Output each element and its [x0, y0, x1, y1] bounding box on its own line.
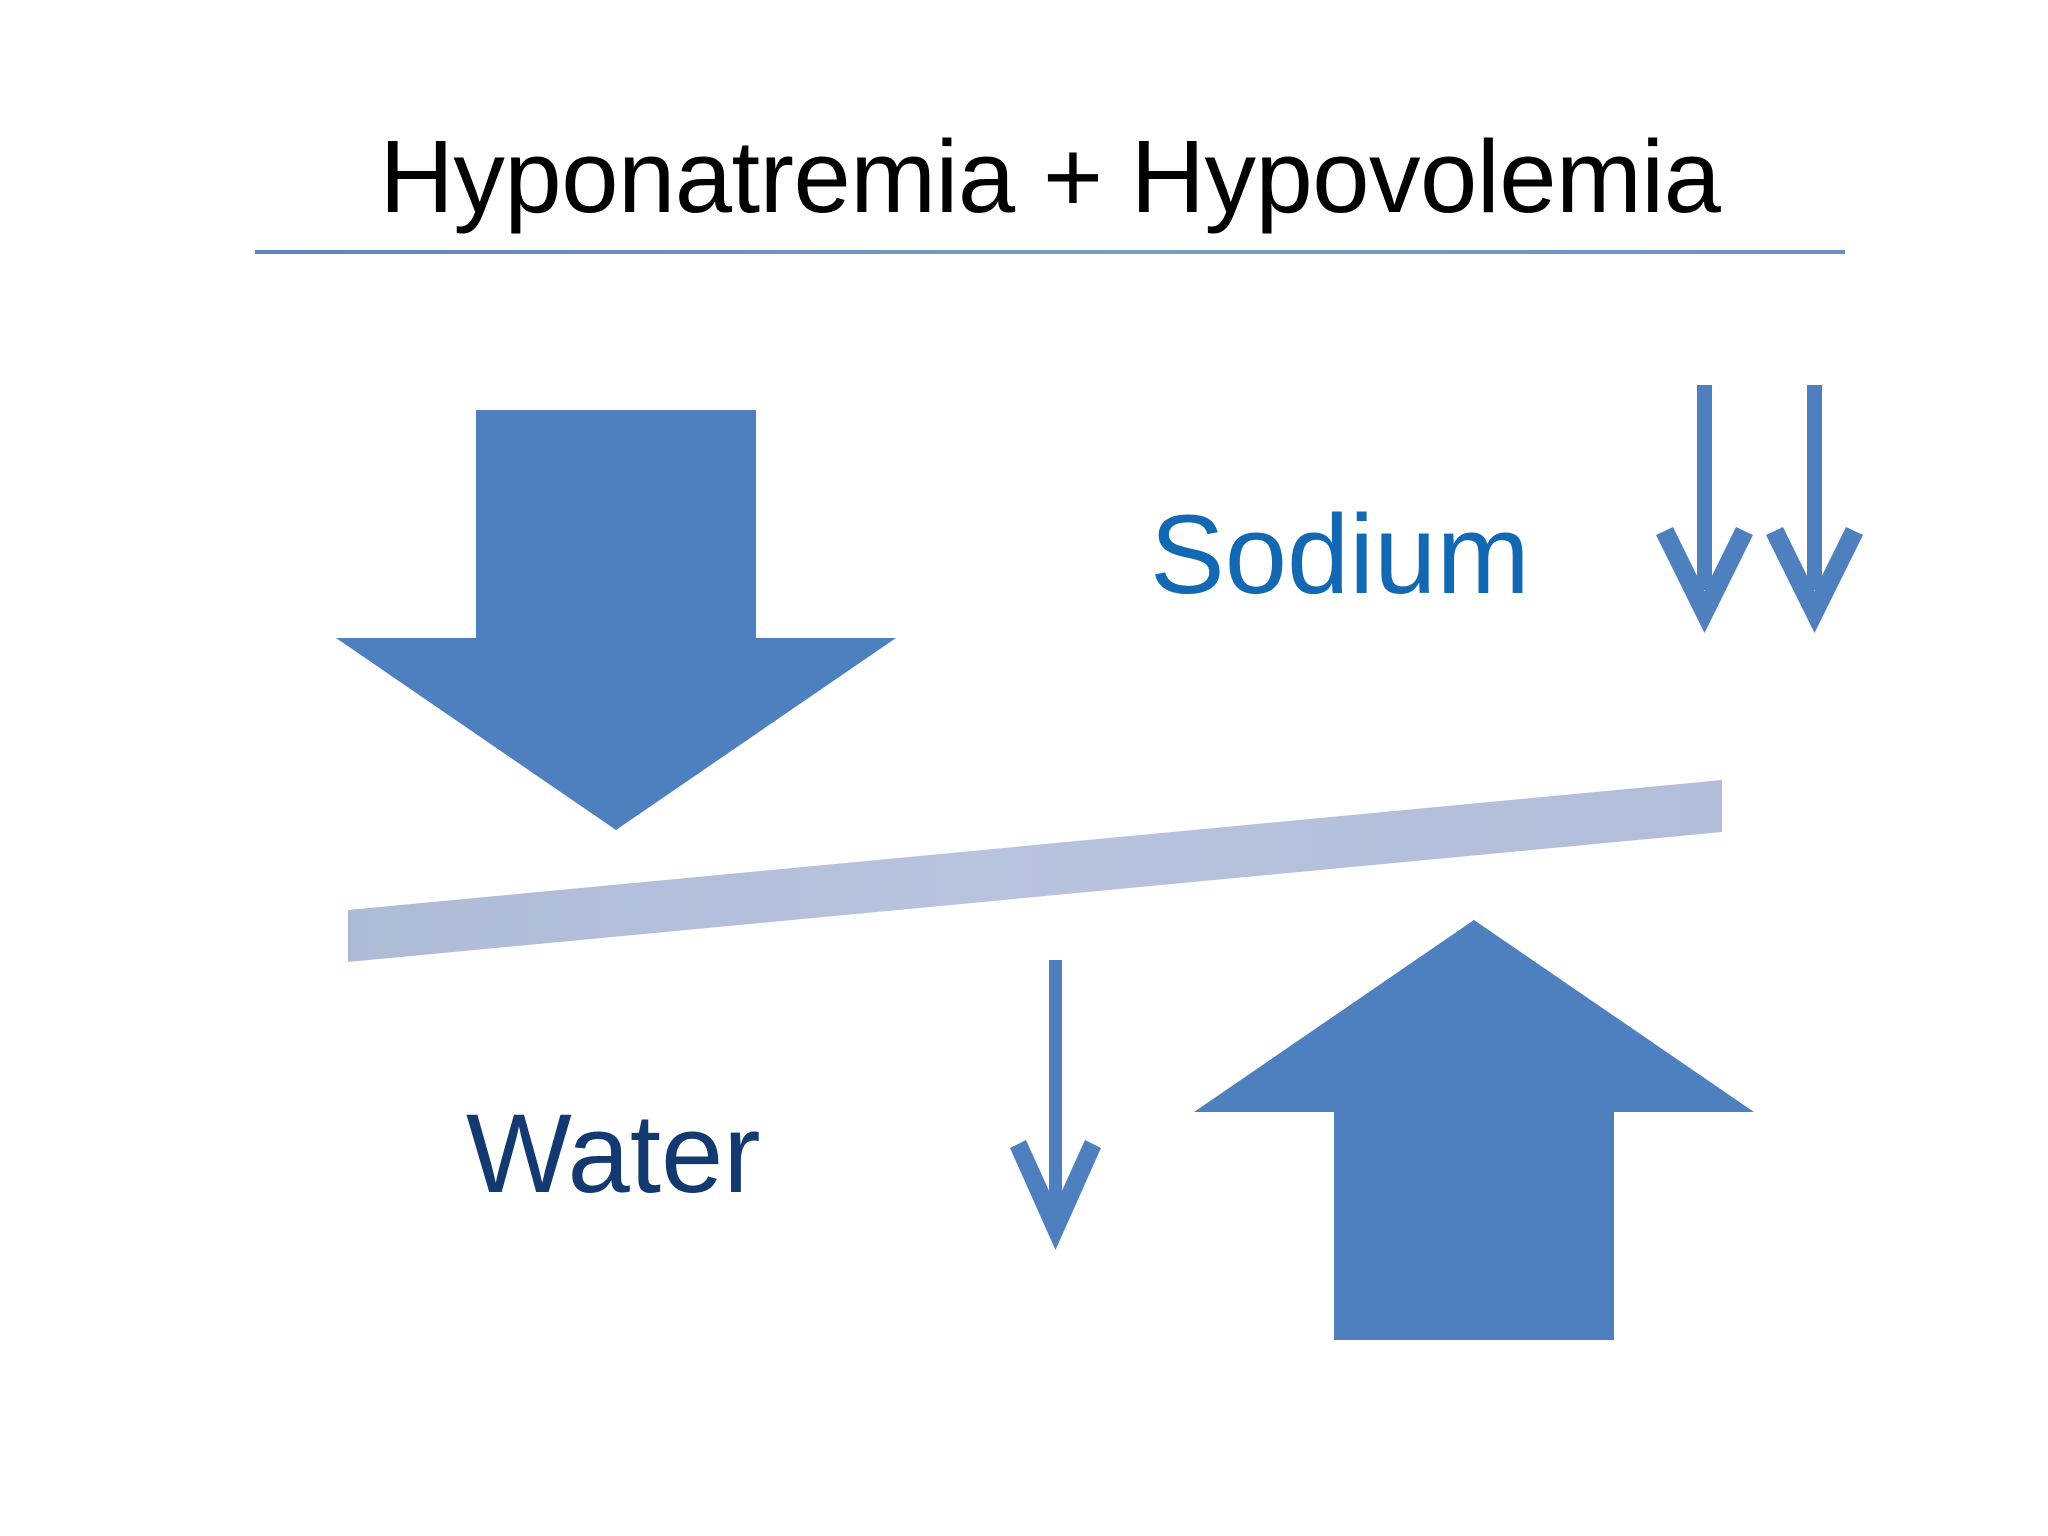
arrow-down-thin-icon	[1000, 960, 1120, 1260]
sodium-label: Sodium	[1150, 491, 1530, 617]
balance-beam-icon	[340, 770, 1740, 970]
sodium-label-group: Sodium	[1150, 487, 1530, 622]
water-label: Water	[466, 1091, 761, 1216]
arrow-down-icon	[336, 410, 896, 830]
arrow-down-thin-icon	[1648, 385, 1768, 645]
title-underline-rule	[255, 250, 1845, 254]
title-block: Hyponatremia + Hypovolemia	[255, 118, 1845, 258]
page-title: Hyponatremia + Hypovolemia	[379, 119, 1721, 234]
arrow-up-icon	[1194, 920, 1754, 1340]
arrow-down-thin-icon	[1758, 385, 1878, 645]
